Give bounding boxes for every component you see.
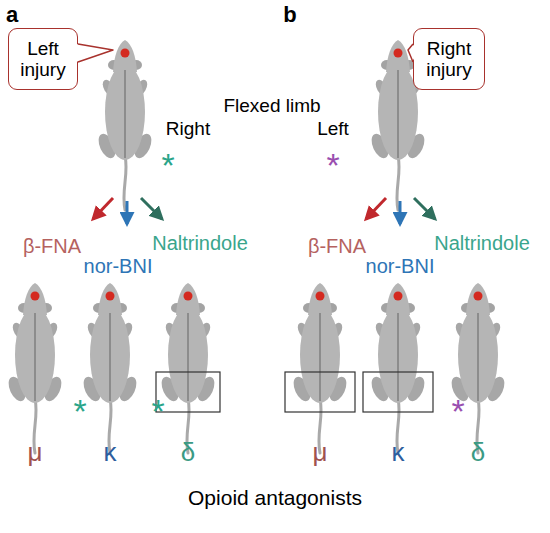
callout-box: Left injury [8, 28, 78, 90]
text-label: b [283, 3, 296, 27]
highlight-box [156, 372, 220, 412]
text-label: a [6, 3, 18, 27]
arrow [141, 198, 162, 219]
text-label: δ [471, 438, 485, 467]
callout-pointer [408, 44, 413, 62]
arrow [366, 198, 386, 219]
rat [368, 283, 428, 453]
callout-pointer [408, 44, 415, 62]
text-label: Right [166, 119, 210, 140]
text-label: nor-BNI [366, 255, 435, 277]
arrow [414, 198, 435, 219]
text-label: Opioid antagonists [188, 486, 362, 509]
text-label: κ [392, 438, 405, 467]
text-label: δ [181, 438, 195, 467]
text-label: β-FNA [308, 235, 366, 257]
text-label: Flexed limb [223, 96, 320, 117]
text-label: κ [104, 438, 117, 467]
text-label: μ [313, 438, 328, 467]
text-label: Naltrindole [152, 232, 248, 254]
rat [290, 283, 350, 453]
arrow [399, 201, 402, 224]
text-label: nor-BNI [84, 255, 153, 277]
text-label: β-FNA [23, 235, 81, 257]
rat [80, 283, 140, 453]
text-label: μ [28, 438, 43, 467]
asterisk-marker: * [73, 393, 86, 430]
callout-box: Right injury [413, 28, 485, 90]
highlight-box [363, 372, 433, 412]
rat [5, 283, 65, 453]
rat [95, 40, 155, 210]
text-label: Left [317, 119, 349, 140]
callout-pointer [78, 44, 113, 62]
asterisk-marker: * [161, 147, 174, 184]
text-label: Naltrindole [434, 232, 530, 254]
callout-text: Left injury [9, 38, 77, 81]
asterisk-marker: * [151, 393, 164, 430]
asterisk-marker: * [451, 393, 464, 430]
highlight-box [285, 372, 355, 412]
asterisk-marker: * [326, 147, 339, 184]
rat [158, 283, 218, 453]
callout-pointer [76, 44, 113, 62]
arrow [126, 201, 129, 224]
callout-text: Right injury [414, 38, 484, 81]
rat [448, 283, 508, 453]
arrow [93, 198, 113, 219]
